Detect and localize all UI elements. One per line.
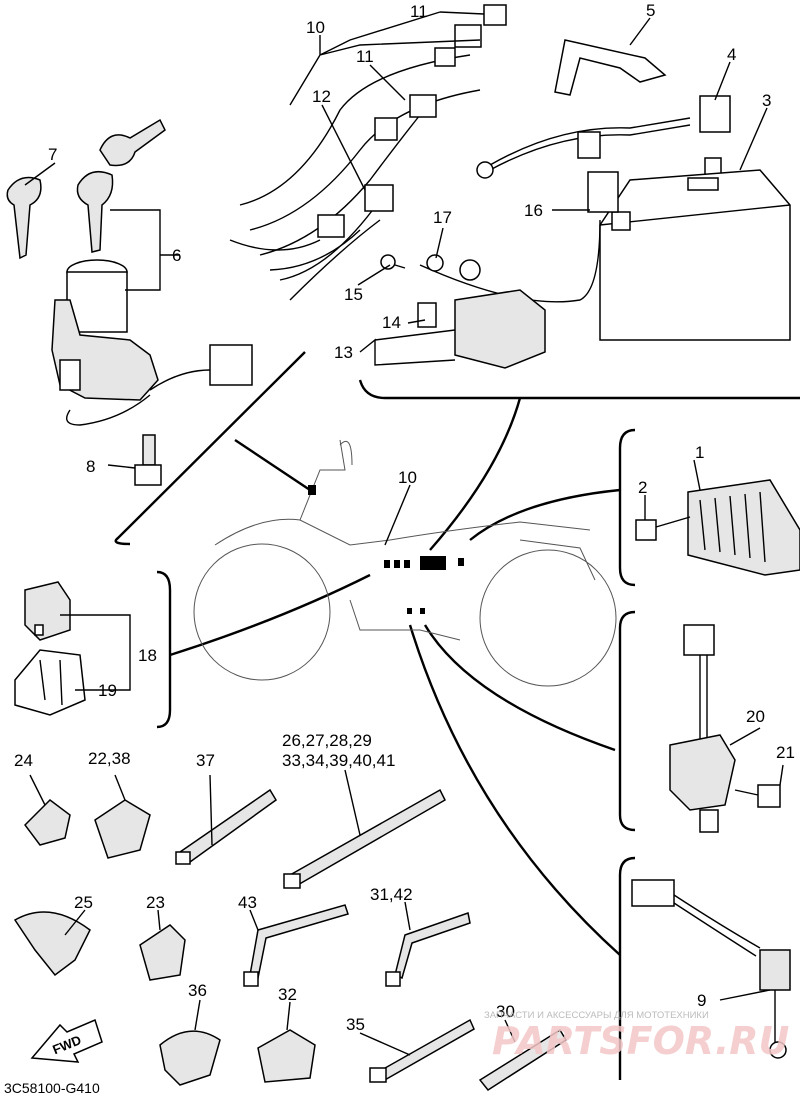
neutral-switch-9: [631, 879, 791, 1059]
battery-3: [599, 169, 791, 341]
fwd-arrow: FWD: [30, 1018, 103, 1063]
callout-10-bike: 10: [398, 468, 417, 487]
callout-35: 35: [346, 1015, 365, 1034]
callout-37: 37: [196, 751, 215, 770]
cable-tie-43: [243, 904, 349, 987]
callout-20: 20: [746, 707, 765, 726]
battery-cable-4: [476, 95, 731, 179]
harness-block: [420, 556, 446, 570]
bolt-8: [134, 434, 162, 486]
callout-12: 12: [312, 87, 331, 106]
top-right-bracket: [358, 379, 800, 400]
callout-19: 19: [98, 681, 117, 700]
clamp-32: [257, 1029, 316, 1083]
callout-5: 5: [646, 1, 655, 20]
cable-tie-30: [478, 1028, 568, 1091]
clamp-36: [159, 1030, 221, 1086]
callout-23: 23: [146, 893, 165, 912]
callout-7: 7: [48, 145, 57, 164]
ignition-keys-pair: [76, 118, 166, 253]
callout-21: 21: [776, 743, 795, 762]
leader-neutral: [408, 624, 621, 956]
right-bracket-mid: [618, 610, 636, 832]
callout-17: 17: [433, 208, 452, 227]
connector-11-top: [483, 4, 507, 26]
callout-leaders: [24, 11, 784, 1056]
callout-32: 32: [278, 985, 297, 1004]
cable-tie-long: [283, 788, 446, 889]
leader-sensor: [423, 624, 616, 752]
diagram-code: 3C58100-G410: [4, 1080, 100, 1096]
callout-8: 8: [86, 457, 95, 476]
watermark-brand: PARTSFOR.RU: [492, 1019, 790, 1063]
clamp-23: [139, 924, 186, 981]
cable-tie-31-42: [385, 912, 471, 987]
right-bracket-bottom: [618, 856, 636, 1080]
left-bracket-relay: [156, 570, 172, 729]
callout-11-top: 11: [410, 2, 428, 21]
clamp-22-38: [94, 799, 151, 859]
connector-12: [364, 184, 394, 212]
cable-tie-35: [369, 1018, 475, 1083]
callout-9: 9: [697, 991, 706, 1010]
callout-4: 4: [727, 45, 736, 64]
callout-26-29: 26,27,28,29: [282, 731, 372, 750]
clamp-25: [13, 911, 91, 977]
callout-22-38: 22,38: [88, 749, 131, 768]
callout-36: 36: [188, 981, 207, 1000]
callout-25: 25: [74, 893, 93, 912]
motorcycle-outline: [193, 439, 617, 687]
callout-43: 43: [238, 893, 257, 912]
callout-15: 15: [344, 285, 363, 304]
callout-2: 2: [638, 478, 647, 497]
callout-33-41: 33,34,39,40,41: [282, 751, 395, 770]
watermark-tagline: ЗАПЧАСТИ И АКСЕССУАРЫ ДЛЯ МОТОТЕХНИКИ: [484, 1010, 709, 1021]
right-bracket-top: [618, 428, 636, 587]
callout-11-mid: 11: [356, 47, 374, 66]
callout-31-42: 31,42: [370, 885, 413, 904]
battery-band-5: [554, 39, 667, 96]
watermark: ЗАПЧАСТИ И АКСЕССУАРЫ ДЛЯ МОТОТЕХНИКИ PA…: [484, 1010, 790, 1063]
relay-holder-19: [14, 649, 86, 716]
wire-harness: [229, 4, 507, 301]
relay-18: [24, 581, 71, 641]
callout-1: 1: [695, 443, 704, 462]
callout-10-top: 10: [306, 18, 325, 37]
ignition-switch: [51, 259, 253, 426]
callout-16: 16: [524, 201, 543, 220]
callout-30: 30: [496, 1002, 515, 1021]
clamp-24: [24, 799, 71, 846]
callout-6: 6: [172, 246, 181, 265]
sensor-20: [669, 624, 781, 833]
callout-24: 24: [14, 751, 33, 770]
leader-relay: [169, 573, 371, 657]
left-group-divider: [114, 351, 306, 546]
callout-14: 14: [382, 313, 401, 332]
callout-13: 13: [334, 343, 353, 362]
ignition-connector: [209, 344, 253, 386]
ignition-key-single: [6, 176, 42, 260]
starter-relay-13: [380, 254, 546, 369]
callout-3: 3: [762, 91, 771, 110]
connector-11-mid: [409, 94, 437, 118]
leader-ignition: [234, 439, 311, 491]
rectifier-regulator-1: [635, 479, 800, 576]
battery-lead-16: [419, 171, 619, 303]
leader-rectifier: [469, 488, 621, 541]
callout-18: 18: [138, 646, 157, 665]
cable-tie-37: [175, 788, 277, 865]
